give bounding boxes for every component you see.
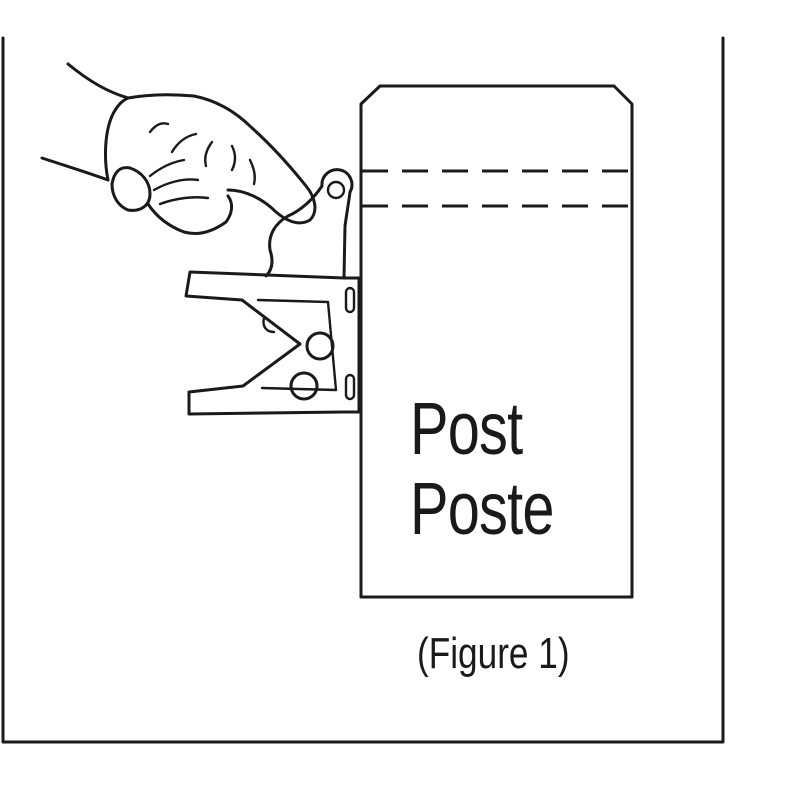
pointing-hand-icon [40,62,317,236]
mailbox-label-poste: Poste [410,467,554,550]
mounting-bracket-icon [184,168,361,416]
figure-frame [1,36,725,744]
mailbox-label-post: Post [410,387,523,470]
figure-caption: (Figure 1) [417,629,570,678]
mailbox-icon [359,84,634,599]
